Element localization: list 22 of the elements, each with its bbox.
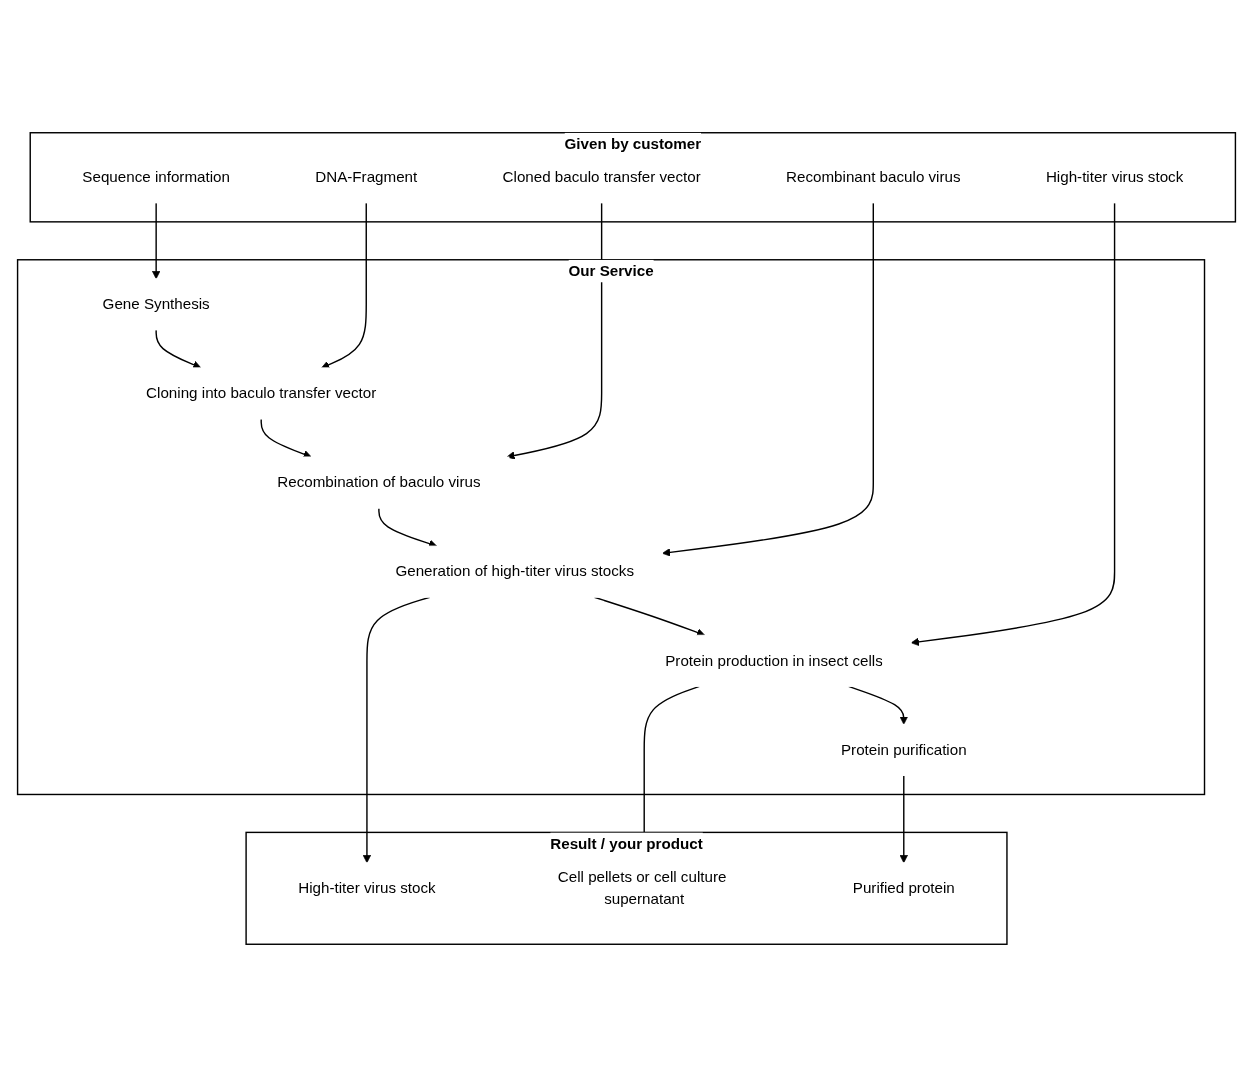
arrow — [151, 202, 161, 280]
arrow — [321, 202, 367, 369]
node-text: High-titer virus stock — [1045, 168, 1184, 185]
node-text: Protein production in insect cells — [665, 652, 883, 669]
node-text: Gene Synthesis — [102, 295, 210, 312]
node-text: Sequence information — [82, 168, 230, 185]
arrow — [910, 202, 1116, 646]
arrow — [378, 507, 438, 548]
node-text: Protein purification — [840, 741, 967, 758]
arrow — [155, 329, 202, 369]
node-text: Cloned baculo transfer vector — [502, 168, 701, 185]
node-text: Generation of high-titer virus stocks — [395, 563, 635, 580]
arrow — [662, 202, 874, 557]
node-text: High-titer virus stock — [298, 879, 436, 896]
arrow — [506, 202, 603, 460]
node-text: Recombination of baculo virus — [277, 474, 481, 491]
node-text: Cell pellets or cell culture supernatant — [557, 868, 727, 908]
node-text: Recombinant baculo virus — [786, 168, 961, 185]
node-text: Cloning into baculo transfer vector — [146, 384, 377, 402]
node-text: Purified protein — [852, 879, 955, 896]
arrow — [899, 774, 908, 864]
node-text: DNA-Fragment — [315, 168, 418, 185]
